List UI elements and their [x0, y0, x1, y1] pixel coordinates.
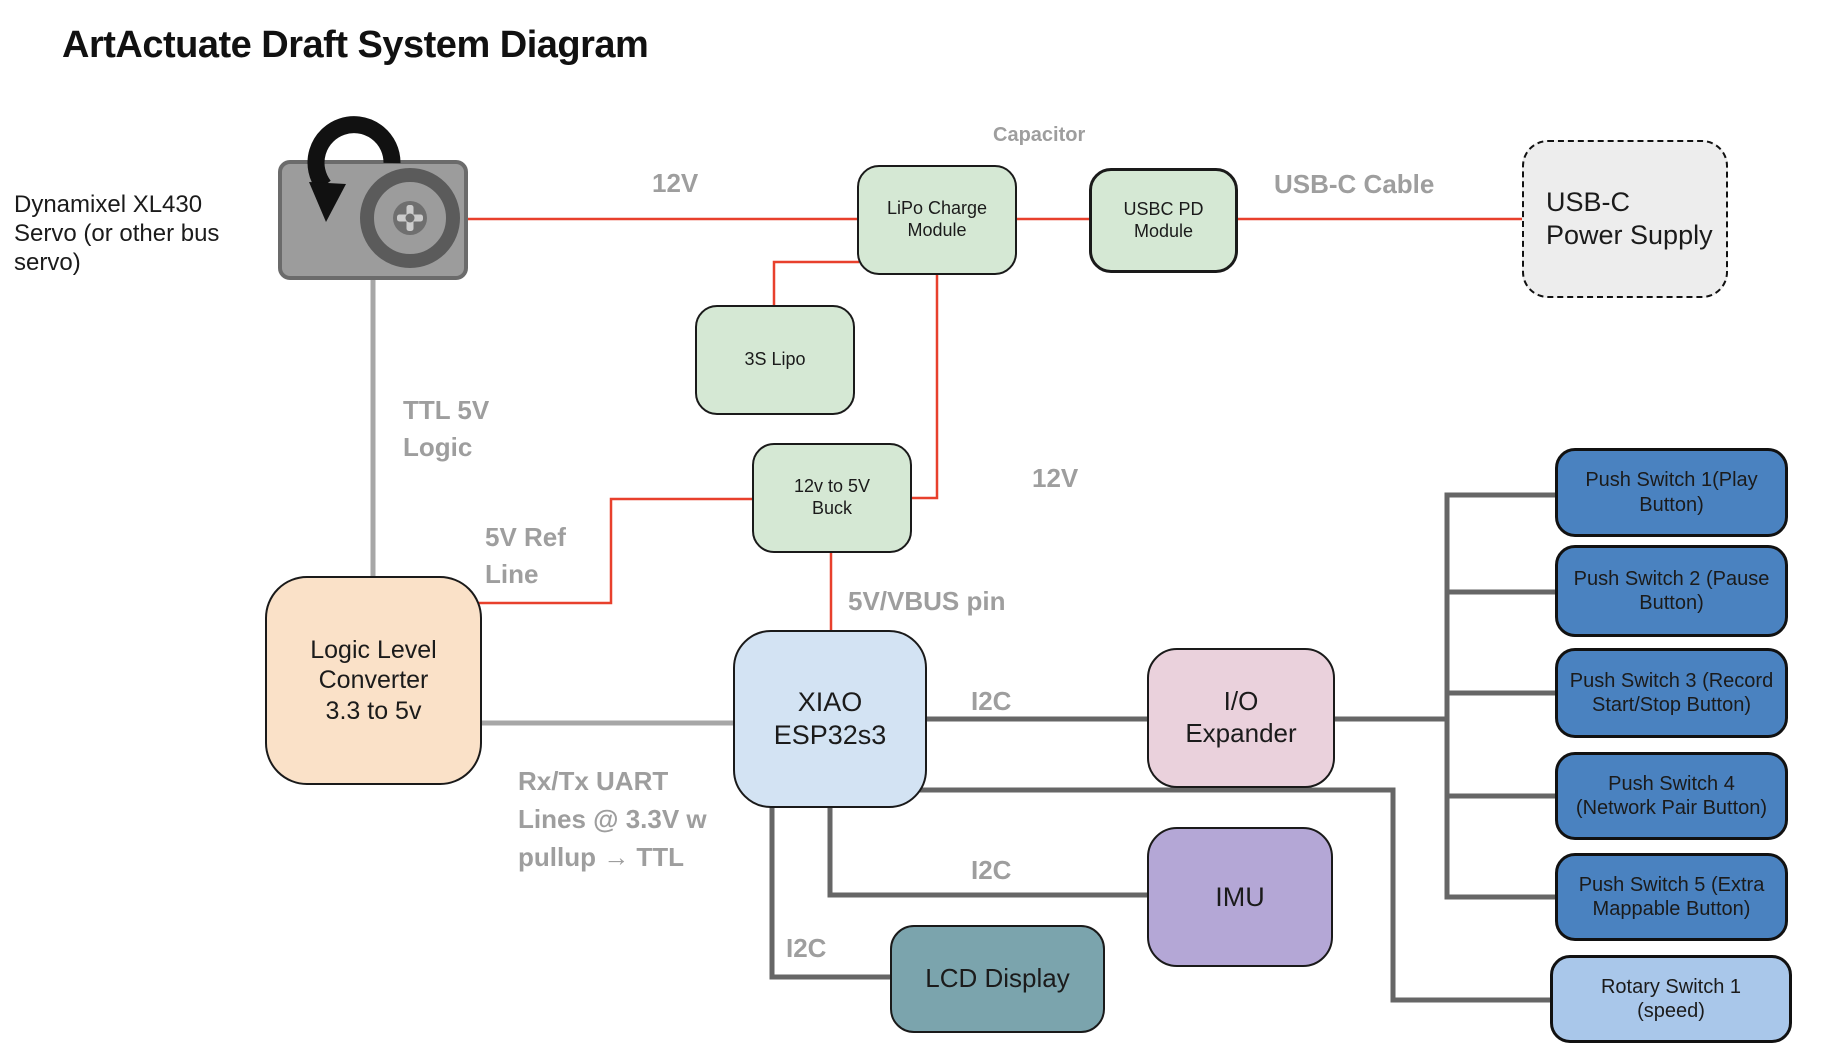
node-usb-c-power-supply: USB-C Power Supply — [1522, 140, 1728, 298]
node-push-switch-5: Push Switch 5 (Extra Mappable Button) — [1555, 853, 1788, 941]
label-rx-tx-uart: Rx/Tx UART Lines @ 3.3V w pullup → TTL — [518, 766, 707, 872]
label-i2c-expander: I2C — [971, 686, 1012, 716]
rotation-arrow-icon — [307, 116, 401, 222]
signal-wires-dark — [769, 492, 1556, 1003]
node-lcd-display: LCD Display — [890, 925, 1105, 1033]
node-io-expander: I/O Expander — [1147, 648, 1335, 788]
label-5v-vbus-pin: 5V/VBUS pin — [848, 586, 1006, 616]
label-i2c-imu: I2C — [971, 855, 1012, 885]
label-capacitor: Capacitor — [993, 124, 1086, 146]
node-logic-level-converter: Logic Level Converter 3.3 to 5v — [265, 576, 482, 785]
page-title: ArtActuate Draft System Diagram — [62, 24, 649, 66]
label-5v-ref-line: 5V Ref Line — [485, 522, 566, 589]
label-12v-top: 12V — [652, 168, 699, 198]
servo-horn-icon — [360, 168, 460, 268]
node-push-switch-4: Push Switch 4 (Network Pair Button) — [1555, 752, 1788, 840]
node-push-switch-3: Push Switch 3 (Record Start/Stop Button) — [1555, 648, 1788, 738]
ttl-uart-wires-gray — [370, 278, 734, 726]
edge-xiao-to-lcd-i2c — [769, 806, 891, 980]
label-usb-c-cable: USB-C Cable — [1274, 169, 1435, 199]
edge-lipo-charge-to-3s-lipo — [772, 260, 859, 306]
node-3s-lipo: 3S Lipo — [695, 305, 855, 415]
label-ttl-5v-logic: TTL 5V Logic — [403, 395, 490, 462]
node-imu: IMU — [1147, 827, 1333, 967]
edge-buck-to-converter-5v-ref — [476, 497, 753, 605]
node-push-switch-2: Push Switch 2 (Pause Button) — [1555, 545, 1788, 637]
node-lipo-charge-module: LiPo Charge Module — [857, 165, 1017, 275]
edge-xiao-to-imu-i2c — [827, 806, 1148, 898]
node-rotary-switch-1: Rotary Switch 1 (speed) — [1550, 955, 1792, 1043]
label-12v-mid: 12V — [1032, 463, 1079, 493]
edge-lipo-charge-to-buck-12v — [909, 274, 939, 500]
node-12v-to-5v-buck: 12v to 5V Buck — [752, 443, 912, 553]
servo-caption: Dynamixel XL430 Servo (or other bus serv… — [14, 191, 220, 276]
edge-xiao-to-rotary-switch — [910, 787, 1551, 1003]
node-push-switch-1: Push Switch 1(Play Button) — [1555, 448, 1788, 537]
label-i2c-lcd: I2C — [786, 933, 827, 963]
servo-icon-overlay — [307, 116, 460, 268]
node-xiao-esp32s3: XIAO ESP32s3 — [733, 630, 927, 808]
switch-bus-spine — [1444, 492, 1556, 900]
power-wires-red — [468, 217, 1522, 631]
node-usbc-pd-module: USBC PD Module — [1089, 168, 1238, 273]
